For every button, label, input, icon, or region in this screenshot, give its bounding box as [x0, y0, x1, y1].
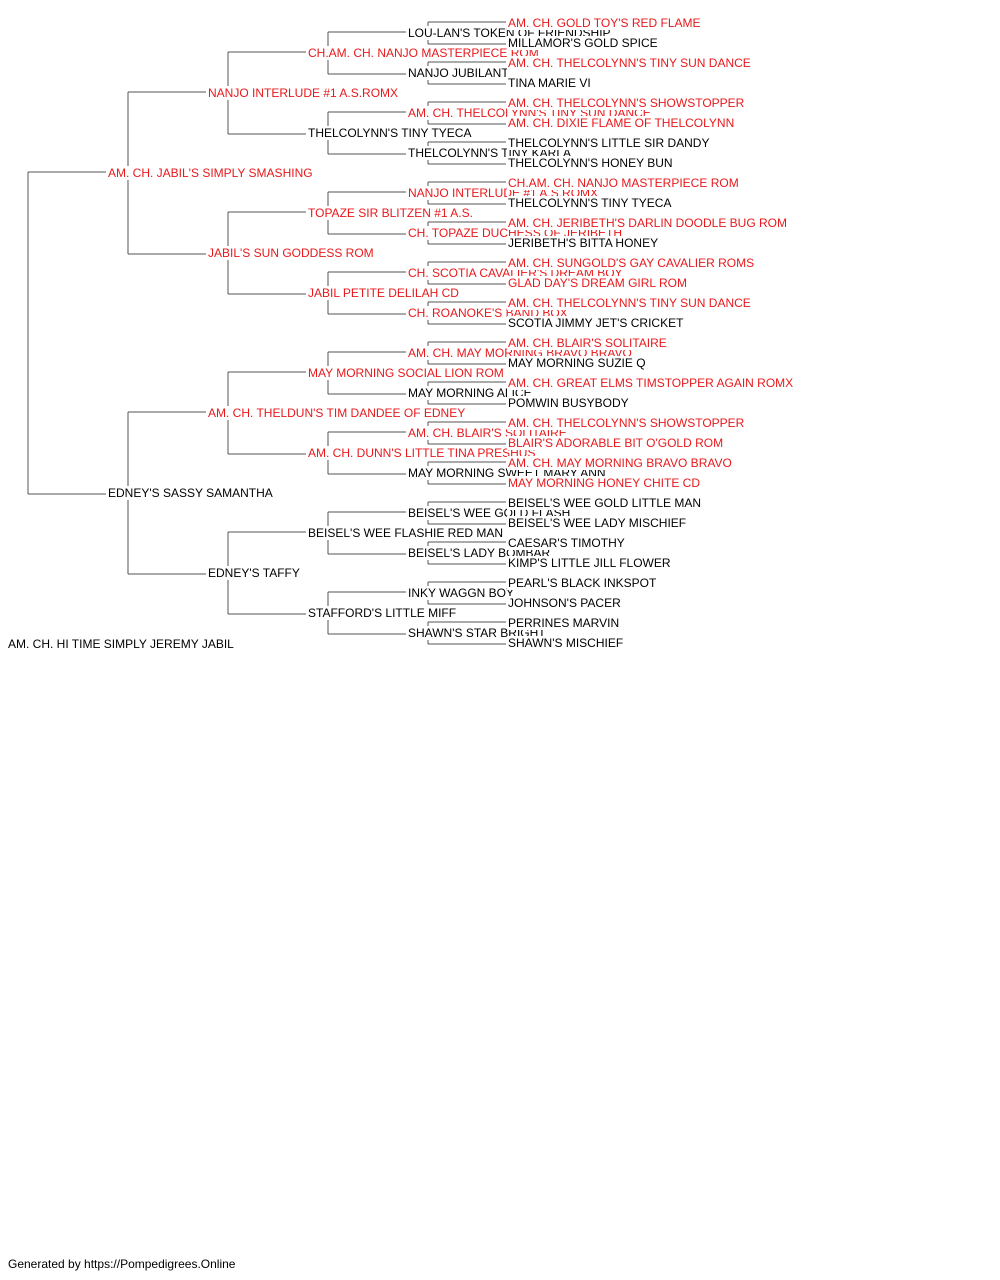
subject-dog-name[interactable]: AM. CH. HI TIME SIMPLY JEREMY JABIL	[7, 637, 235, 651]
ancestor-gen5-perrines-marvin[interactable]: PERRINES MARVIN	[507, 616, 621, 630]
ancestor-gen5-scotia-jimmy-jet-s-cricket[interactable]: SCOTIA JIMMY JET'S CRICKET	[507, 316, 685, 330]
ancestor-gen3-topaze-sir-blitzen-1-a-s[interactable]: TOPAZE SIR BLITZEN #1 A.S.	[307, 206, 474, 220]
ancestor-gen5-shawn-s-mischief[interactable]: SHAWN'S MISCHIEF	[507, 636, 625, 650]
ancestor-gen3-beisel-s-wee-flashie-red-man[interactable]: BEISEL'S WEE FLASHIE RED MAN	[307, 526, 505, 540]
generated-by-footer: Generated by https://Pompedigrees.Online	[8, 1257, 236, 1271]
ancestor-gen5-jeribeth-s-bitta-honey[interactable]: JERIBETH'S BITTA HONEY	[507, 236, 660, 250]
ancestor-gen5-am-ch-thelcolynn-s-showstopper[interactable]: AM. CH. THELCOLYNN'S SHOWSTOPPER	[507, 96, 746, 110]
ancestor-gen5-am-ch-gold-toy-s-red-flame[interactable]: AM. CH. GOLD TOY'S RED FLAME	[507, 16, 702, 30]
ancestor-gen5-ch-am-ch-nanjo-masterpiece-rom[interactable]: CH.AM. CH. NANJO MASTERPIECE ROM	[507, 176, 740, 190]
ancestor-gen3-thelcolynn-s-tiny-tyeca[interactable]: THELCOLYNN'S TINY TYECA	[307, 126, 473, 140]
ancestor-gen5-am-ch-blair-s-solitaire[interactable]: AM. CH. BLAIR'S SOLITAIRE	[507, 336, 668, 350]
ancestor-gen4-inky-waggn-boy[interactable]: INKY WAGGN BOY	[407, 586, 516, 600]
ancestor-gen5-thelcolynn-s-little-sir-dandy[interactable]: THELCOLYNN'S LITTLE SIR DANDY	[507, 136, 711, 150]
ancestor-gen5-thelcolynn-s-tiny-tyeca[interactable]: THELCOLYNN'S TINY TYECA	[507, 196, 673, 210]
ancestor-gen2-am-ch-theldun-s-tim-dandee-of-edney[interactable]: AM. CH. THELDUN'S TIM DANDEE OF EDNEY	[207, 406, 467, 420]
ancestor-gen5-kimp-s-little-jill-flower[interactable]: KIMP'S LITTLE JILL FLOWER	[507, 556, 672, 570]
ancestor-gen5-am-ch-may-morning-bravo-bravo[interactable]: AM. CH. MAY MORNING BRAVO BRAVO	[507, 456, 733, 470]
ancestor-gen2-jabil-s-sun-goddess-rom[interactable]: JABIL'S SUN GODDESS ROM	[207, 246, 375, 260]
ancestor-gen5-caesar-s-timothy[interactable]: CAESAR'S TIMOTHY	[507, 536, 626, 550]
ancestor-gen5-am-ch-jeribeth-s-darlin-doodle-bug-rom[interactable]: AM. CH. JERIBETH'S DARLIN DOODLE BUG ROM	[507, 216, 788, 230]
ancestor-gen5-am-ch-dixie-flame-of-thelcolynn[interactable]: AM. CH. DIXIE FLAME OF THELCOLYNN	[507, 116, 736, 130]
ancestor-gen5-beisel-s-wee-gold-little-man[interactable]: BEISEL'S WEE GOLD LITTLE MAN	[507, 496, 703, 510]
ancestor-gen5-am-ch-thelcolynn-s-tiny-sun-dance[interactable]: AM. CH. THELCOLYNN'S TINY SUN DANCE	[507, 56, 752, 70]
ancestor-gen3-ch-am-ch-nanjo-masterpiece-rom[interactable]: CH.AM. CH. NANJO MASTERPIECE ROM	[307, 46, 540, 60]
ancestor-gen5-may-morning-honey-chite-cd[interactable]: MAY MORNING HONEY CHITE CD	[507, 476, 702, 490]
ancestor-gen5-pearl-s-black-inkspot[interactable]: PEARL'S BLACK INKSPOT	[507, 576, 658, 590]
ancestor-gen5-tina-marie-vi[interactable]: TINA MARIE VI	[507, 76, 592, 90]
ancestor-gen5-am-ch-sungold-s-gay-cavalier-roms[interactable]: AM. CH. SUNGOLD'S GAY CAVALIER ROMS	[507, 256, 756, 270]
ancestor-gen2-nanjo-interlude-1-a-s-romx[interactable]: NANJO INTERLUDE #1 A.S.ROMX	[207, 86, 400, 100]
ancestor-gen5-glad-day-s-dream-girl-rom[interactable]: GLAD DAY'S DREAM GIRL ROM	[507, 276, 688, 290]
ancestor-gen3-stafford-s-little-miff[interactable]: STAFFORD'S LITTLE MIFF	[307, 606, 458, 620]
ancestor-gen5-may-morning-suzie-q[interactable]: MAY MORNING SUZIE Q	[507, 356, 647, 370]
ancestor-gen1-edney-s-sassy-samantha[interactable]: EDNEY'S SASSY SAMANTHA	[107, 486, 274, 500]
ancestor-gen4-nanjo-jubilant[interactable]: NANJO JUBILANT	[407, 66, 510, 80]
ancestor-gen5-johnson-s-pacer[interactable]: JOHNSON'S PACER	[507, 596, 622, 610]
ancestor-gen5-millamor-s-gold-spice[interactable]: MILLAMOR'S GOLD SPICE	[507, 36, 659, 50]
ancestor-gen1-am-ch-jabil-s-simply-smashing[interactable]: AM. CH. JABIL'S SIMPLY SMASHING	[107, 166, 314, 180]
ancestor-gen5-pomwin-busybody[interactable]: POMWIN BUSYBODY	[507, 396, 630, 410]
ancestor-gen3-may-morning-social-lion-rom[interactable]: MAY MORNING SOCIAL LION ROM	[307, 366, 505, 380]
ancestor-gen5-am-ch-thelcolynn-s-tiny-sun-dance[interactable]: AM. CH. THELCOLYNN'S TINY SUN DANCE	[507, 296, 752, 310]
ancestor-gen3-am-ch-dunn-s-little-tina-preshus[interactable]: AM. CH. DUNN'S LITTLE TINA PRESHUS	[307, 446, 537, 460]
ancestor-gen4-may-morning-alice[interactable]: MAY MORNING ALICE	[407, 386, 533, 400]
ancestor-gen3-jabil-petite-delilah-cd[interactable]: JABIL PETITE DELILAH CD	[307, 286, 460, 300]
ancestor-gen2-edney-s-taffy[interactable]: EDNEY'S TAFFY	[207, 566, 301, 580]
ancestor-gen5-beisel-s-wee-lady-mischief[interactable]: BEISEL'S WEE LADY MISCHIEF	[507, 516, 688, 530]
ancestor-gen5-am-ch-great-elms-timstopper-again-romx[interactable]: AM. CH. GREAT ELMS TIMSTOPPER AGAIN ROMX	[507, 376, 795, 390]
ancestor-gen5-blair-s-adorable-bit-o-gold-rom[interactable]: BLAIR'S ADORABLE BIT O'GOLD ROM	[507, 436, 725, 450]
ancestor-gen5-thelcolynn-s-honey-bun[interactable]: THELCOLYNN'S HONEY BUN	[507, 156, 674, 170]
ancestor-gen5-am-ch-thelcolynn-s-showstopper[interactable]: AM. CH. THELCOLYNN'S SHOWSTOPPER	[507, 416, 746, 430]
